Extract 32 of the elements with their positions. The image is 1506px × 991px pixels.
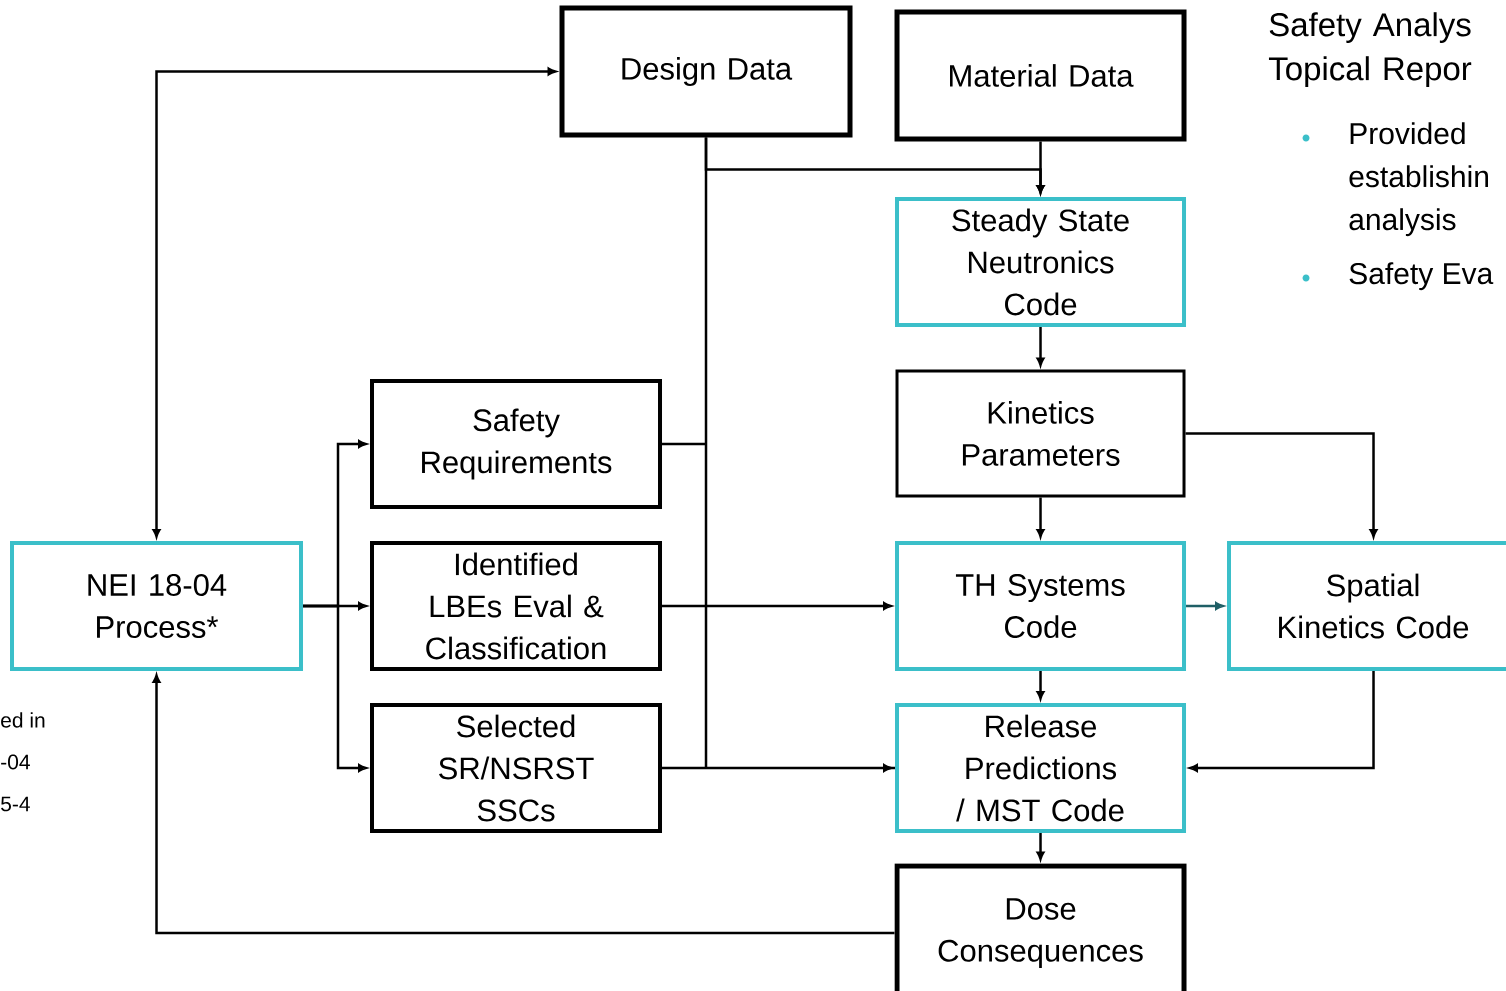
note-text: ed in: [1, 712, 45, 728]
box-label: Spatial Kinetics Code: [1279, 573, 1469, 639]
arrow: [1189, 671, 1375, 772]
arrow: [660, 136, 897, 772]
process-box: [1227, 541, 1506, 671]
box-label: Release Predictions / MST Code: [956, 714, 1124, 822]
note-text: -04: [1, 754, 30, 770]
box-label: Kinetics Parameters: [962, 401, 1120, 466]
box-label: Identified LBEs Eval & Classification: [426, 552, 606, 660]
process-box: [559, 5, 853, 138]
process-box: [894, 9, 1187, 142]
process-box: [895, 541, 1186, 671]
box-label: NEI 18-04 Process*: [88, 574, 227, 638]
box-label: Steady State Neutronics Code: [952, 208, 1129, 316]
box-label: Design Data: [622, 57, 793, 86]
process-box: [370, 541, 662, 671]
bullet-item: Provided establishin analysis: [1302, 122, 1488, 237]
bullet-item: Safety Eva: [1302, 262, 1494, 291]
process-box: [895, 703, 1186, 833]
box-label: TH Systems Code: [955, 574, 1125, 638]
box-label: Material Data: [950, 64, 1134, 87]
arrow: [1036, 327, 1045, 367]
process-box: [895, 369, 1186, 498]
arrow: [662, 602, 892, 610]
process-box: [894, 863, 1187, 991]
arrow: [1186, 602, 1224, 610]
process-box: [895, 197, 1186, 327]
note-text: 5-4: [1, 796, 30, 812]
process-box: [10, 541, 303, 671]
box-label: Dose Consequences: [938, 898, 1143, 968]
heading: Safety Analys Topical Repor: [1268, 12, 1472, 87]
arrow: [1036, 833, 1045, 861]
